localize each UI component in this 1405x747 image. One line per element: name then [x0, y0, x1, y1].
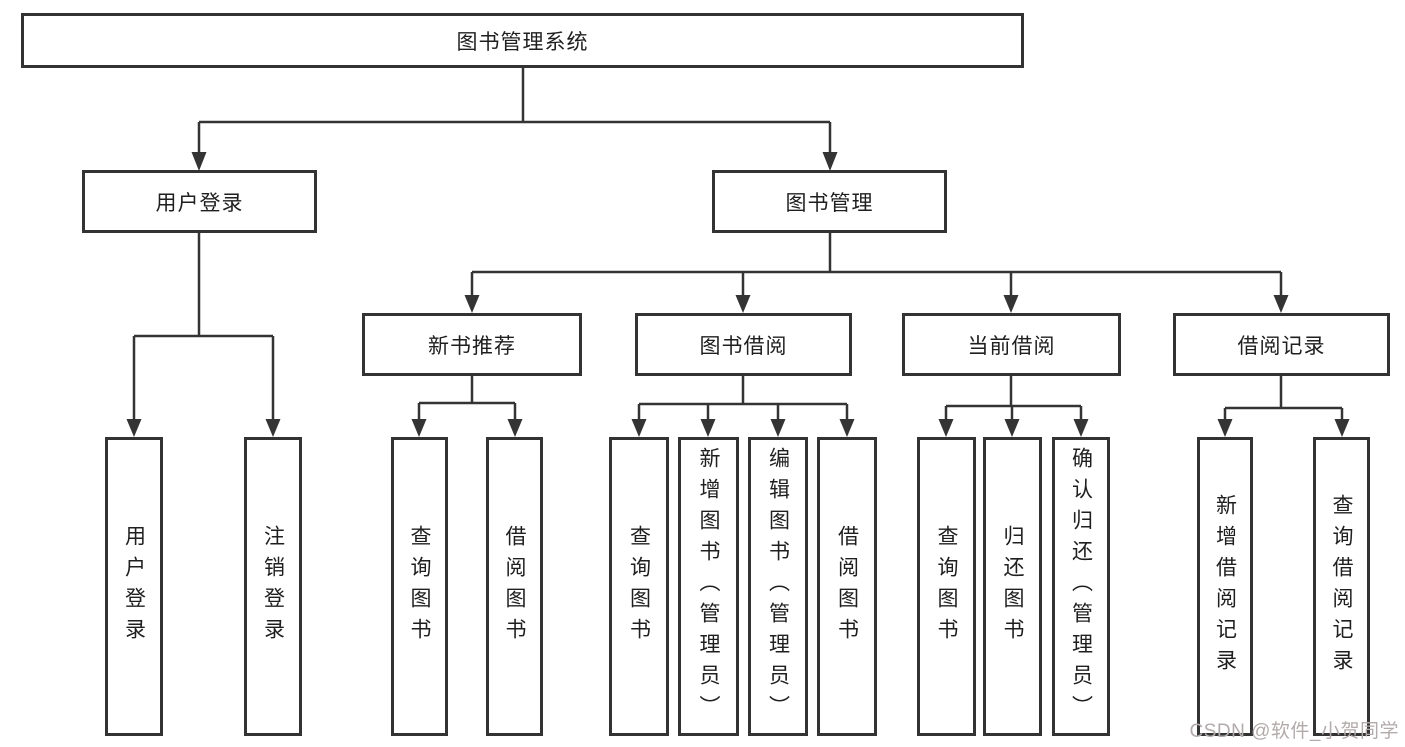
- node-new-book-recommend: 新书推荐: [362, 313, 582, 376]
- leaf-current-return-label: 归还图书: [1001, 524, 1024, 649]
- leaf-newbooks-query: 查询图书: [391, 437, 448, 736]
- leaf-newbooks-borrow-label: 借阅图书: [503, 524, 526, 649]
- node-borrow-records-label: 借阅记录: [1237, 334, 1326, 358]
- leaf-newbooks-query-label: 查询图书: [408, 524, 431, 649]
- leaf-records-query-label: 查询借阅记录: [1330, 493, 1353, 680]
- leaf-logout: 注销登录: [244, 437, 302, 736]
- node-book-management-label: 图书管理: [785, 191, 874, 215]
- leaf-current-query-label: 查询图书: [935, 524, 958, 649]
- leaf-borrow-edit-admin-label: 编辑图书（管理员）: [766, 447, 790, 726]
- leaf-borrow-query: 查询图书: [609, 437, 669, 736]
- leaf-borrow-edit-admin: 编辑图书（管理员）: [748, 437, 808, 736]
- leaf-records-add-label: 新增借阅记录: [1213, 493, 1237, 680]
- leaf-borrow-query-label: 查询图书: [627, 524, 651, 649]
- leaf-logout-label: 注销登录: [261, 524, 285, 649]
- leaf-records-query: 查询借阅记录: [1313, 437, 1370, 736]
- leaf-borrow-book-label: 借阅图书: [835, 524, 859, 649]
- leaf-current-query: 查询图书: [917, 437, 976, 736]
- leaf-user-login: 用户登录: [105, 437, 163, 736]
- leaf-newbooks-borrow: 借阅图书: [486, 437, 543, 736]
- leaf-current-return: 归还图书: [983, 437, 1042, 736]
- node-current-borrow: 当前借阅: [902, 313, 1121, 376]
- node-book-borrow-label: 图书借阅: [699, 334, 788, 358]
- node-user-login-label: 用户登录: [155, 191, 244, 215]
- leaf-borrow-add-admin-label: 新增图书（管理员）: [697, 447, 720, 726]
- node-book-management: 图书管理: [712, 170, 947, 233]
- node-current-borrow-label: 当前借阅: [967, 334, 1056, 358]
- leaf-records-add: 新增借阅记录: [1197, 437, 1253, 736]
- leaf-user-login-label: 用户登录: [122, 524, 146, 649]
- node-user-login: 用户登录: [82, 170, 317, 233]
- leaf-borrow-add-admin: 新增图书（管理员）: [678, 437, 739, 736]
- leaf-current-confirm-admin-label: 确认归还（管理员）: [1069, 447, 1093, 726]
- node-borrow-records: 借阅记录: [1173, 313, 1390, 376]
- node-root-label: 图书管理系统: [456, 30, 589, 54]
- leaf-borrow-book: 借阅图书: [817, 437, 877, 736]
- watermark: CSDN @软件_小贺同学: [1189, 721, 1399, 742]
- leaf-current-confirm-admin: 确认归还（管理员）: [1052, 437, 1110, 736]
- node-book-borrow: 图书借阅: [635, 313, 852, 376]
- node-root: 图书管理系统: [21, 13, 1024, 68]
- node-new-book-recommend-label: 新书推荐: [428, 334, 516, 358]
